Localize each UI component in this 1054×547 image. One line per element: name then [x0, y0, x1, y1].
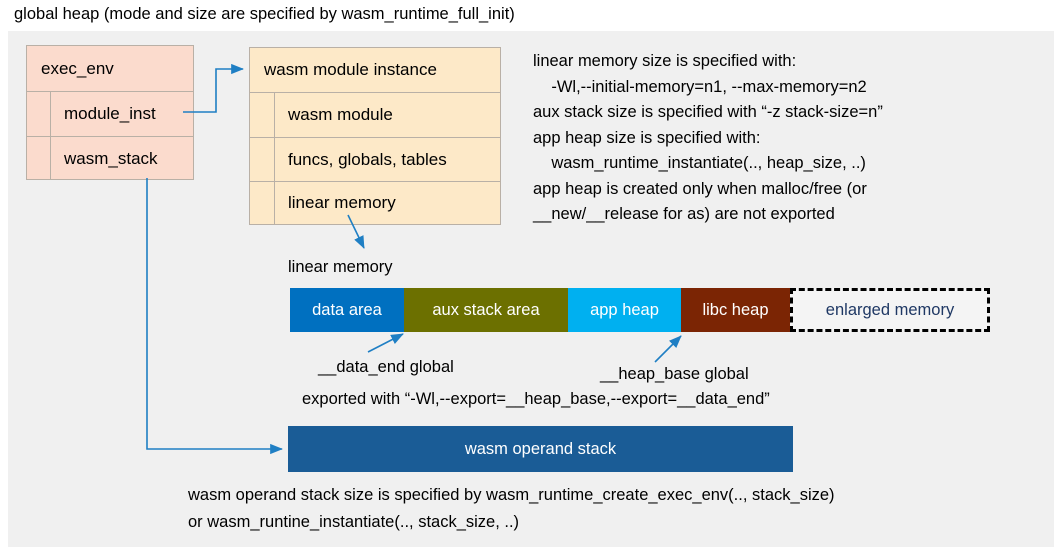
linear-memory-bar: data area aux stack area app heap libc h…	[290, 288, 990, 332]
module-instance-gutter	[250, 138, 275, 181]
annotation-exported-with: exported with “-Wl,--export=__heap_base,…	[302, 390, 770, 408]
module-instance-gutter	[250, 93, 275, 137]
memory-segment-enlarged-memory-label: enlarged memory	[825, 300, 955, 319]
wasm-operand-stack-bar: wasm operand stack	[288, 426, 793, 472]
memory-segment-libc-heap-label: libc heap	[702, 300, 769, 319]
exec-env-gutter	[27, 137, 51, 180]
exec-env-header-label: exec_env	[41, 58, 114, 78]
exec-env-box: exec_env module_inst wasm_stack	[26, 45, 194, 180]
module-instance-field-wasm-module: wasm module	[250, 92, 500, 137]
exec-env-field-module-inst-label: module_inst	[64, 104, 156, 123]
memory-segment-data-area-label: data area	[312, 300, 382, 319]
wasm-operand-stack-label: wasm operand stack	[464, 439, 617, 458]
module-instance-field-linear-memory: linear memory	[250, 181, 500, 224]
exec-env-header: exec_env	[27, 46, 193, 91]
module-instance-header: wasm module instance	[250, 48, 500, 92]
exec-env-field-wasm-stack: wasm_stack	[27, 136, 193, 180]
linear-memory-notes: linear memory size is specified with: -W…	[533, 52, 883, 223]
module-instance-field-wasm-module-label: wasm module	[288, 105, 393, 124]
exec-env-field-module-inst: module_inst	[27, 91, 193, 136]
memory-segment-app-heap-label: app heap	[590, 300, 659, 319]
module-instance-gutter	[250, 182, 275, 224]
exec-env-gutter	[27, 92, 51, 136]
module-instance-field-funcs-globals-tables-label: funcs, globals, tables	[288, 149, 447, 169]
linear-memory-bar-label: linear memory	[288, 258, 393, 276]
exec-env-field-wasm-stack-label: wasm_stack	[64, 148, 158, 168]
memory-segment-enlarged-memory: enlarged memory	[790, 288, 990, 332]
page-title: global heap (mode and size are specified…	[14, 5, 515, 23]
annotation-data-end: __data_end global	[318, 358, 454, 376]
module-instance-field-funcs-globals-tables: funcs, globals, tables	[250, 137, 500, 181]
wasm-module-instance-box: wasm module instance wasm module funcs, …	[249, 47, 501, 225]
memory-segment-app-heap: app heap	[568, 288, 681, 332]
memory-segment-aux-stack-area: aux stack area	[404, 288, 568, 332]
module-instance-header-label: wasm module instance	[264, 60, 437, 79]
memory-segment-data-area: data area	[290, 288, 404, 332]
memory-segment-libc-heap: libc heap	[681, 288, 790, 332]
operand-stack-notes: wasm operand stack size is specified by …	[188, 486, 835, 531]
module-instance-field-linear-memory-label: linear memory	[288, 193, 396, 212]
memory-segment-aux-stack-area-label: aux stack area	[432, 300, 540, 319]
annotation-heap-base: __heap_base global	[600, 365, 749, 383]
